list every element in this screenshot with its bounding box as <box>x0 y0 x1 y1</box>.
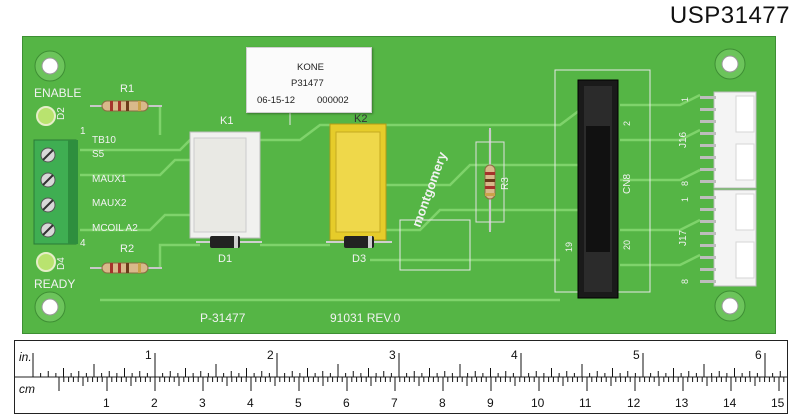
ruler-inch-label: 1 <box>145 348 152 362</box>
label-r3: R3 <box>500 177 511 190</box>
label-hdr-1-mid: 1 <box>680 197 690 202</box>
label-j16: J16 <box>678 131 689 148</box>
resistor-r1 <box>90 100 162 112</box>
resistor-r2 <box>90 262 162 274</box>
terminal-block-tb10 <box>33 139 78 245</box>
label-j17: J17 <box>678 229 689 246</box>
ruler-cm-label: 8 <box>439 396 446 410</box>
ruler-cm-label: 4 <box>247 396 254 410</box>
label-cn-19: 19 <box>564 242 574 252</box>
label-enable: ENABLE <box>34 86 81 100</box>
label-d4: D4 <box>56 257 67 270</box>
label-pin4: 4 <box>80 238 86 249</box>
sticker-serial: 000002 <box>317 95 349 106</box>
led-d2 <box>36 106 56 126</box>
label-part-no: P-31477 <box>200 311 246 325</box>
label-maux1: MAUX1 <box>92 174 127 185</box>
ruler-cm-label: 3 <box>199 396 206 410</box>
ruler-inch-unit: in. <box>19 350 32 364</box>
label-d2: D2 <box>56 107 67 120</box>
relay-k1 <box>189 131 261 239</box>
mounting-hole-tr <box>714 48 746 80</box>
ruler-cm-label: 10 <box>531 396 545 410</box>
ruler-cm-label: 11 <box>579 396 592 410</box>
connector-cn8 <box>577 79 619 299</box>
ruler-cm-label: 14 <box>723 396 737 410</box>
label-ready: READY <box>34 277 75 291</box>
product-code: USP31477 <box>669 2 790 29</box>
diode-d3 <box>326 236 392 248</box>
connector-j17 <box>713 189 757 287</box>
ruler-inch-label: 6 <box>755 348 762 362</box>
label-d3: D3 <box>352 253 366 265</box>
label-d1: D1 <box>218 253 232 265</box>
mounting-hole-bl <box>34 291 66 323</box>
ruler-cm-label: 5 <box>295 396 302 410</box>
ruler-cm-label: 2 <box>151 396 158 410</box>
label-brand: montgomery <box>409 149 450 229</box>
label-cn8: CN8 <box>622 174 633 194</box>
ruler-cm-label: 9 <box>487 396 494 410</box>
sticker-brand: KONE <box>297 62 324 73</box>
label-tb10: TB10 <box>92 135 116 146</box>
label-cn-20: 20 <box>622 240 632 250</box>
sticker-part: P31477 <box>291 78 324 89</box>
led-d4 <box>36 252 56 272</box>
ruler-cm-label: 12 <box>627 396 641 410</box>
header-pins <box>700 96 716 283</box>
ruler-inch-label: 2 <box>267 348 274 362</box>
ruler-cm-label: 6 <box>343 396 350 410</box>
mounting-hole-tl <box>34 50 66 82</box>
label-rev: 91031 REV.0 <box>330 311 401 325</box>
label-pin1: 1 <box>80 126 86 137</box>
relay-k2 <box>329 123 387 241</box>
ruler-cm-label: 15 <box>771 396 785 410</box>
ruler-cm-label: 7 <box>391 396 398 410</box>
ruler-cm-unit: cm <box>19 382 35 396</box>
label-hdr-1: 1 <box>680 97 690 102</box>
connector-j16 <box>713 91 757 189</box>
label-s5: S5 <box>92 149 105 160</box>
ruler-cm-label: 1 <box>103 396 110 410</box>
ruler-inch-label: 5 <box>633 348 640 362</box>
label-maux2: MAUX2 <box>92 198 127 209</box>
label-hdr-8-top: 8 <box>680 181 690 186</box>
label-k2: K2 <box>354 113 367 125</box>
ruler-inch-label: 3 <box>389 348 396 362</box>
sticker-date: 06-15-12 <box>257 95 296 106</box>
ruler-inch-label: 4 <box>511 348 518 362</box>
label-r2: R2 <box>120 243 134 255</box>
serial-sticker: KONE P31477 06-15-12 000002 <box>246 47 372 113</box>
label-mcoil: MCOIL A2 <box>92 223 138 234</box>
resistor-r3 <box>475 128 505 232</box>
diode-d1 <box>196 236 262 248</box>
label-cn-2: 2 <box>622 121 632 126</box>
label-hdr-8-bot: 8 <box>680 279 690 284</box>
ruler-cm-label: 13 <box>675 396 689 410</box>
label-r1: R1 <box>120 83 134 95</box>
label-k1: K1 <box>220 115 233 127</box>
mounting-hole-br <box>714 290 746 322</box>
